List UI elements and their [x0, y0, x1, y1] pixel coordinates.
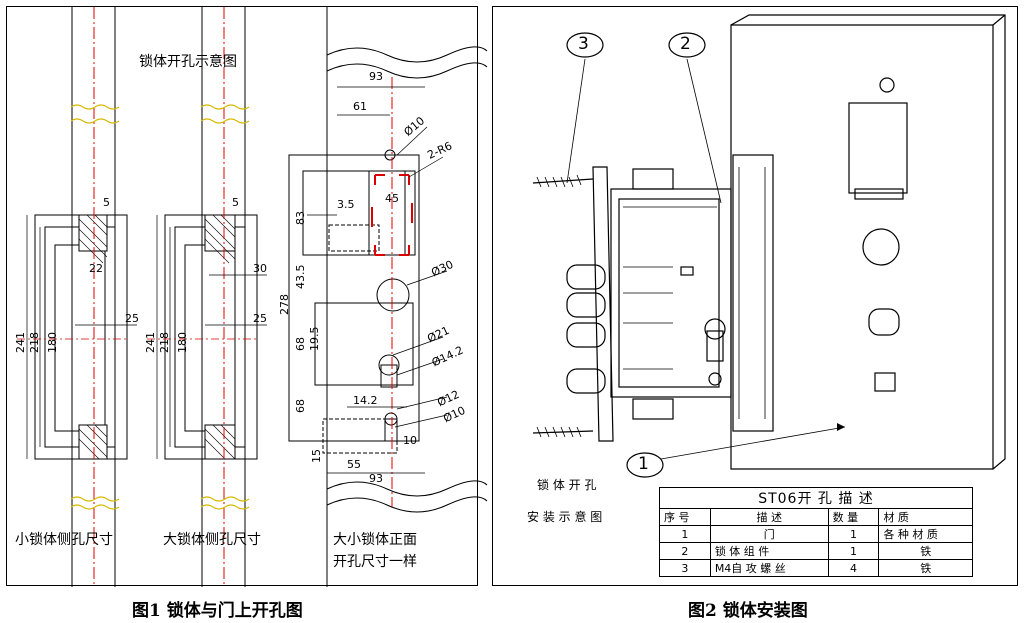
front-label-line2: 开孔尺寸一样	[333, 554, 417, 570]
bom-header-row: 序 号 描 述 数 量 材 质	[659, 508, 973, 526]
dim-10: 10	[403, 434, 417, 447]
dim-68-a: 68	[294, 337, 307, 351]
figure1-panel: 锁体开孔示意图 5 22 25 241 218 180 5 30 25 241 …	[6, 6, 488, 587]
callout-3: 3	[578, 34, 589, 54]
dim-83: 83	[294, 211, 307, 225]
bom-cell: 1	[659, 525, 711, 543]
dim-278: 278	[278, 294, 291, 315]
large-lock-side-label: 大锁体侧孔尺寸	[163, 532, 261, 548]
bom-cell: 铁	[878, 559, 973, 577]
table-row: 2 锁 体 组 件 1 铁	[659, 542, 973, 560]
dim-45: 45	[385, 192, 399, 205]
bom-cell: 各 种 材 质	[878, 525, 973, 543]
callout-2: 2	[680, 34, 691, 54]
bom-cell: 1	[827, 525, 880, 543]
dim-241-large: 241	[144, 332, 157, 353]
bom-cell: 门	[709, 525, 829, 543]
dim-180-large: 180	[176, 332, 189, 353]
dim-3-5: 3.5	[337, 198, 355, 211]
figure2-drawing	[532, 14, 1006, 478]
bom-header-material: 材 质	[878, 508, 973, 526]
dim-218: 218	[28, 332, 41, 353]
table-row: 1 门 1 各 种 材 质	[659, 525, 973, 543]
bom-title: ST06开 孔 描 述	[659, 487, 973, 509]
front-label-line1: 大小锁体正面	[333, 532, 417, 548]
dim-241: 241	[14, 332, 27, 353]
bom-cell: 锁 体 组 件	[709, 542, 829, 560]
dim-180: 180	[46, 332, 59, 353]
bom-header-qty: 数 量	[827, 508, 880, 526]
dim-68-b: 68	[294, 399, 307, 413]
figure1-title: 锁体开孔示意图	[139, 54, 237, 70]
dim-19-5: 19.5	[308, 326, 321, 352]
dim-14-2: 14.2	[353, 394, 378, 407]
dim-25: 25	[125, 312, 139, 325]
dim-22: 22	[89, 262, 103, 275]
small-lock-side-label: 小锁体侧孔尺寸	[15, 532, 113, 548]
bom-cell: 4	[827, 559, 880, 577]
dim-5: 5	[103, 196, 110, 209]
bom-cell: 铁	[878, 542, 973, 560]
figure1-caption: 图1 锁体与门上开孔图	[132, 601, 303, 621]
bom-cell: 1	[827, 542, 880, 560]
bom-header-desc: 描 述	[709, 508, 829, 526]
dim-43-5: 43.5	[294, 264, 307, 290]
callout-1: 1	[638, 454, 649, 474]
bom-cell: 3	[659, 559, 711, 577]
table-row: 3 M4自 攻 螺 丝 4 铁	[659, 559, 973, 577]
bom-header-no: 序 号	[659, 508, 711, 526]
dim-55: 55	[347, 458, 361, 471]
figure1-drawing	[17, 7, 488, 587]
bom-cell: M4自 攻 螺 丝	[709, 559, 829, 577]
figure2-panel: 3 2 1 锁 体 开 孔 安 装 示 意 图 ST06开 孔 描 述 序 号 …	[492, 6, 1018, 586]
dim-30: 30	[253, 262, 267, 275]
dim-5-large: 5	[232, 196, 239, 209]
install-note-line2: 安 装 示 意 图	[527, 510, 603, 524]
dim-15: 15	[310, 449, 323, 463]
install-note-line1: 锁 体 开 孔	[537, 478, 597, 492]
dim-218-large: 218	[158, 332, 171, 353]
bom-cell: 2	[659, 542, 711, 560]
dim-25-large: 25	[253, 312, 267, 325]
figure2-caption: 图2 锁体安装图	[688, 601, 808, 621]
dim-93-top: 93	[369, 70, 383, 83]
dim-93-bottom: 93	[369, 472, 383, 485]
bom-table: ST06开 孔 描 述 序 号 描 述 数 量 材 质 1 门 1 各 种 材 …	[659, 487, 973, 577]
dim-61: 61	[353, 100, 367, 113]
